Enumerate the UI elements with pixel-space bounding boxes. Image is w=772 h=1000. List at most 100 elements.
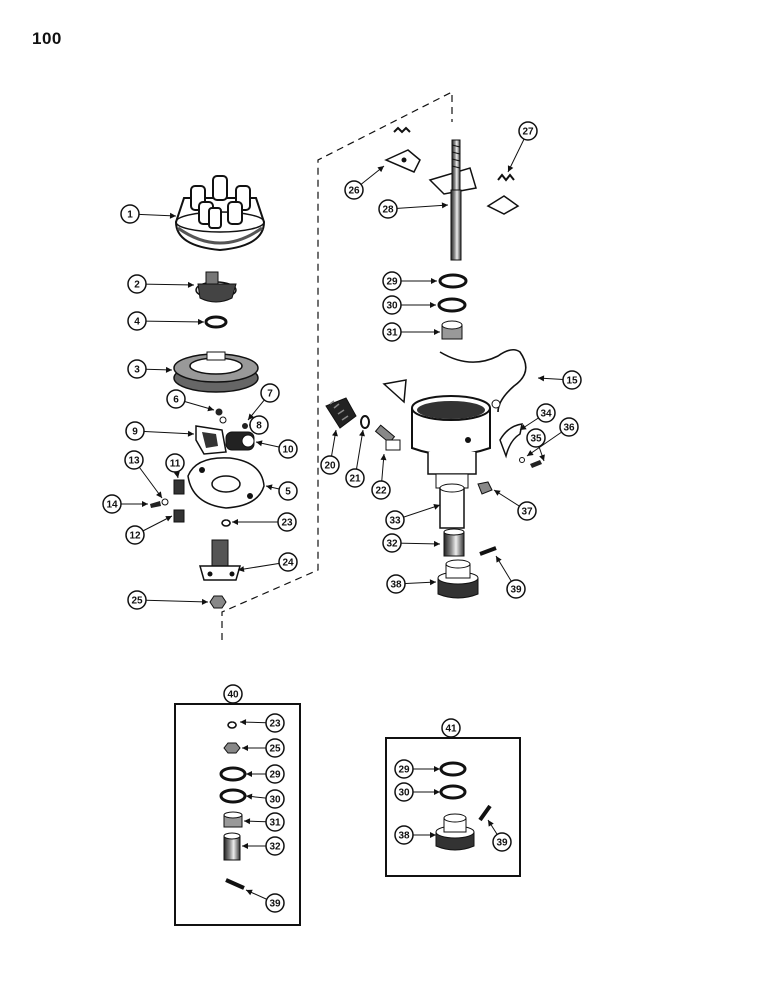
thrust-washer-part — [438, 273, 468, 289]
callout-circle — [127, 311, 147, 331]
bushing-part — [223, 832, 241, 861]
clip-part — [227, 721, 237, 729]
callout-circle — [166, 389, 186, 409]
leader-arrowhead — [434, 329, 440, 335]
callout-circle — [278, 481, 298, 501]
callout-circle — [320, 455, 340, 475]
insulator-part — [173, 509, 185, 523]
callout-circle — [249, 415, 269, 435]
clip-part — [221, 519, 231, 527]
callout-number: 30 — [398, 788, 410, 799]
distributor-cap-part — [174, 175, 266, 252]
leader-arrowhead — [430, 302, 436, 308]
washer-part — [439, 784, 467, 800]
washer-part — [360, 415, 370, 429]
callout-circle — [127, 274, 147, 294]
callout-number: 13 — [128, 456, 140, 467]
leader-arrowhead — [431, 278, 437, 284]
leader-arrowhead — [246, 771, 252, 777]
leader-arrowhead — [187, 430, 194, 437]
pin-part — [225, 878, 245, 890]
callout-circle — [265, 764, 285, 784]
callout-circle — [125, 525, 145, 545]
callout-circle — [378, 199, 398, 219]
callout-circle — [386, 574, 406, 594]
thrust-washer-part — [439, 761, 467, 777]
leader-arrowhead — [434, 766, 440, 772]
kit-box-41 — [385, 737, 521, 877]
callout-circle — [344, 180, 364, 200]
callout-circle — [526, 428, 546, 448]
leader-arrowhead — [433, 540, 440, 547]
nut-part — [209, 595, 227, 609]
bushing-part — [443, 528, 465, 557]
callout-labels: 1243678910511131412232425262728293031152… — [102, 121, 582, 913]
drive-gear-part — [437, 559, 479, 599]
callout-circle — [278, 552, 298, 572]
terminal-screw-part — [150, 501, 161, 508]
kit-box-40 — [174, 703, 301, 926]
callout-circle — [102, 494, 122, 514]
lockwasher-part — [219, 416, 227, 424]
kit-number: 40 — [227, 690, 239, 701]
callout-circle — [518, 121, 538, 141]
leader-arrowhead — [238, 566, 245, 573]
callout-number: 22 — [375, 486, 387, 497]
leader-arrowhead — [488, 820, 494, 827]
leader-arrowhead — [201, 598, 208, 605]
washer-part — [437, 297, 467, 313]
leader-arrowhead — [242, 745, 248, 751]
leader-arrowhead — [173, 471, 180, 478]
leader-arrowhead — [242, 843, 248, 849]
insulator-washer-part — [161, 498, 169, 506]
leader-arrowhead — [332, 430, 338, 437]
callout-circle — [536, 403, 556, 423]
callout-number: 30 — [386, 301, 398, 312]
callout-circle — [394, 782, 414, 802]
leader-arrowhead — [142, 501, 148, 507]
callout-number: 29 — [269, 770, 281, 781]
callout-number: 11 — [170, 459, 181, 470]
callout-number: 31 — [386, 328, 398, 339]
callout-circle — [127, 359, 147, 379]
callout-circle — [506, 579, 526, 599]
leader-arrowhead — [266, 484, 273, 491]
leader-arrowhead — [246, 889, 253, 896]
bushing-part — [441, 320, 463, 340]
drive-gear-part — [435, 813, 475, 851]
leader-arrowhead — [187, 281, 194, 288]
callout-circle — [265, 893, 285, 913]
callout-number: 25 — [131, 596, 143, 607]
leader-arrowhead — [433, 504, 440, 510]
breaker-plate-part — [187, 457, 265, 509]
leader-arrowhead — [429, 579, 436, 586]
leader-line — [134, 430, 195, 435]
callout-number: 26 — [348, 186, 360, 197]
leader-line — [136, 599, 209, 603]
callout-circle — [277, 512, 297, 532]
callout-number: 27 — [522, 127, 534, 138]
callout-circle — [127, 590, 147, 610]
callout-number: 14 — [106, 500, 118, 511]
contact-points-part — [195, 425, 227, 455]
leader-arrowhead — [256, 440, 263, 447]
callout-circle — [382, 271, 402, 291]
callout-number: 25 — [269, 744, 281, 755]
oiler-fitting-part — [477, 481, 493, 495]
condenser-part — [225, 431, 255, 451]
leader-arrowhead — [441, 202, 448, 209]
callout-circle — [394, 825, 414, 845]
callout-number: 39 — [496, 838, 508, 849]
bolt-part — [530, 460, 542, 468]
callout-number: 38 — [398, 831, 410, 842]
leader-arrowhead — [496, 556, 502, 563]
leader-arrowhead — [248, 413, 255, 420]
callout-number: 20 — [324, 461, 336, 472]
leader-arrowhead — [359, 430, 365, 437]
leader-arrowhead — [527, 450, 534, 456]
callout-circle — [371, 480, 391, 500]
callout-circle — [394, 759, 414, 779]
callout-number: 31 — [269, 818, 281, 829]
callout-circle — [223, 684, 243, 704]
leader-arrowhead — [232, 519, 238, 525]
